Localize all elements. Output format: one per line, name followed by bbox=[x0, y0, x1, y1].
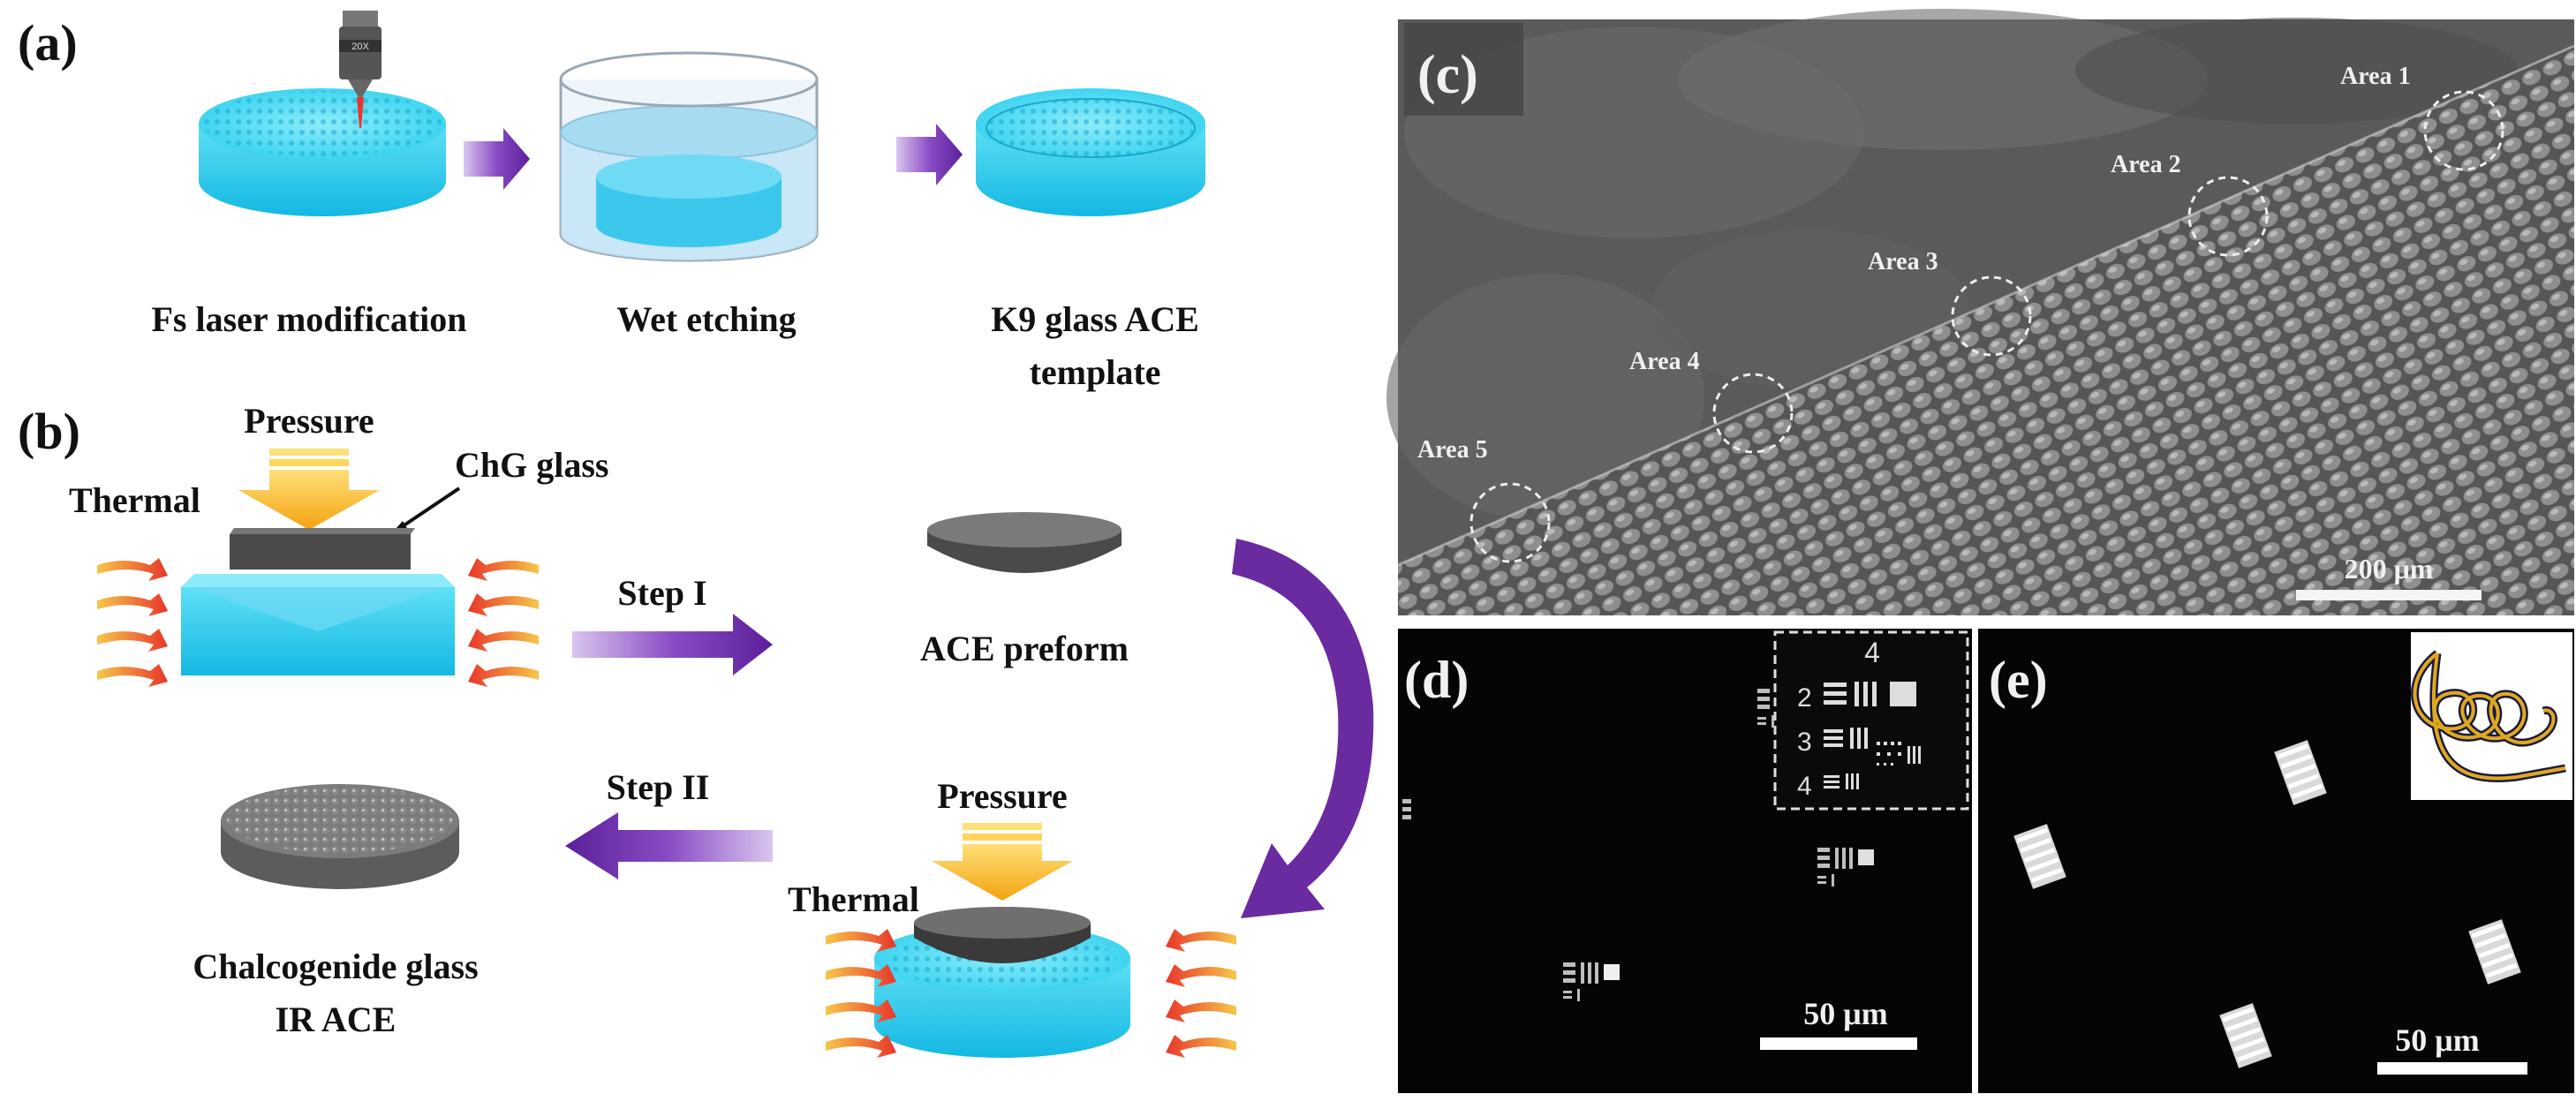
ir-ace-product bbox=[221, 784, 459, 889]
area-5-label: Area 5 bbox=[1417, 436, 1488, 464]
arrow-a2 bbox=[896, 124, 963, 185]
thermal-label-top: Thermal bbox=[69, 480, 200, 520]
panel-b-letter: (b) bbox=[18, 403, 80, 460]
pressure-label-bottom: Pressure bbox=[937, 776, 1067, 816]
panel-c-sem: (c) Area 1 Area 2 Area 3 Area 4 Area 5 2… bbox=[1386, 9, 2575, 615]
heat-arrows-right-bottom bbox=[1166, 929, 1236, 1058]
thermal-label-bottom: Thermal bbox=[788, 879, 919, 919]
panel-b: (b) Pressure ChG glass Thermal bbox=[18, 401, 1374, 1058]
inset-group-label: 4 bbox=[1864, 637, 1880, 668]
pressure-arrow-bottom bbox=[932, 823, 1073, 901]
panel-e-letter: (e) bbox=[1989, 651, 2048, 709]
area-4-label: Area 4 bbox=[1629, 348, 1700, 375]
objective-lens-icon: 20X bbox=[339, 11, 381, 128]
product-label-2: IR ACE bbox=[276, 1000, 397, 1039]
panel-a-letter: (a) bbox=[18, 14, 78, 72]
objective-label: 20X bbox=[351, 41, 369, 52]
panel-d: (d) bbox=[1398, 629, 1972, 1093]
heat-arrows-right-top bbox=[468, 558, 539, 687]
inset-row-3: 3 bbox=[1797, 728, 1812, 757]
ace-preform bbox=[927, 512, 1122, 573]
step2-arrow bbox=[565, 812, 773, 879]
step1-label: Step I bbox=[617, 573, 706, 613]
scale-bar-e bbox=[2377, 1062, 2527, 1075]
area-3-circle bbox=[1951, 275, 2032, 357]
panel-d-letter: (d) bbox=[1404, 651, 1469, 709]
heat-arrows-left-top bbox=[97, 558, 168, 687]
area-4-circle bbox=[1712, 373, 1794, 454]
chg-plate bbox=[230, 528, 415, 570]
heat-arrows-left-bottom bbox=[826, 929, 896, 1058]
usaf-inset: 4 2 3 4 bbox=[1773, 630, 1969, 811]
scale-e-label: 50 μm bbox=[2395, 1022, 2479, 1058]
area-1-label: Area 1 bbox=[2340, 63, 2411, 90]
panel-c-letter: (c) bbox=[1417, 45, 1478, 105]
arrow-a1 bbox=[464, 128, 530, 190]
area-2-label: Area 2 bbox=[2111, 151, 2181, 178]
step-caption-etching: Wet etching bbox=[616, 299, 796, 339]
k9-template-disk bbox=[976, 88, 1205, 216]
pressure-arrow-top bbox=[238, 449, 380, 530]
step-caption-template-2: template bbox=[1030, 352, 1161, 392]
scale-c-label: 200 μm bbox=[2345, 553, 2434, 585]
step2-label: Step II bbox=[607, 767, 710, 807]
scale-d-label: 50 μm bbox=[1803, 996, 1887, 1031]
pressure-label-top: Pressure bbox=[244, 401, 374, 441]
curved-arrow bbox=[1232, 539, 1374, 918]
inset-row-2: 2 bbox=[1797, 683, 1812, 713]
scale-bar-d bbox=[1760, 1037, 1917, 1050]
step-caption-laser: Fs laser modification bbox=[151, 299, 466, 339]
area-2-circle bbox=[2187, 176, 2269, 257]
panel-e: (e) bbox=[1978, 629, 2574, 1093]
panel-a: (a) 20X bbox=[18, 11, 1205, 392]
focal-spots bbox=[2013, 740, 2521, 1068]
preform-label: ACE preform bbox=[920, 629, 1129, 668]
inset-row-4: 4 bbox=[1797, 772, 1812, 801]
area-5-circle bbox=[1469, 482, 1551, 563]
area-1-circle bbox=[2423, 90, 2504, 171]
cyan-disk-laser bbox=[199, 88, 446, 216]
chg-glass-label: ChG glass bbox=[455, 445, 609, 485]
wet-etching-beaker bbox=[559, 51, 819, 262]
spring-inset-icon bbox=[2411, 632, 2572, 800]
chg-pointer-line bbox=[396, 487, 461, 532]
step-caption-template-1: K9 glass ACE bbox=[991, 299, 1199, 339]
product-label-1: Chalcogenide glass bbox=[193, 947, 478, 986]
scale-bar-c bbox=[2296, 590, 2482, 600]
chg-lens-pressing bbox=[914, 907, 1091, 963]
mold-b-top bbox=[181, 574, 455, 675]
step1-arrow bbox=[572, 614, 773, 675]
area-3-label: Area 3 bbox=[1868, 248, 1938, 275]
